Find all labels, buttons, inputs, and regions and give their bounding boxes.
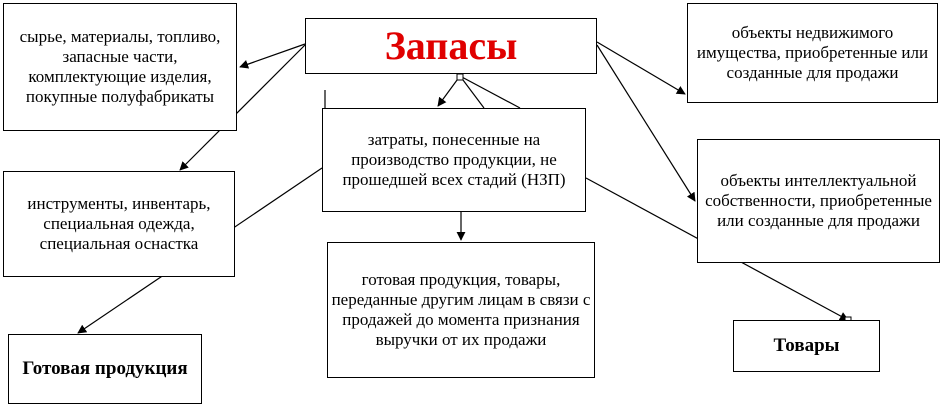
- box-intellectual-property: объекты интеллектуальной собственности, …: [697, 139, 940, 263]
- arrow-to-raw: [239, 43, 306, 69]
- box-finished-products-text: Готовая продукция: [22, 358, 188, 379]
- main-box-zapasy: Запасы: [305, 18, 597, 74]
- line-wip-2: [459, 75, 485, 109]
- line-wip-3: [459, 75, 521, 109]
- arrow-to-realty: [596, 41, 686, 95]
- box-tovary-text: Товары: [773, 335, 840, 356]
- handle-top: [456, 73, 464, 81]
- box-intellectual-property-text: объекты интеллектуальной собственности, …: [705, 171, 932, 230]
- box-finished-products: Готовая продукция: [8, 334, 202, 404]
- box-raw-materials-text: сырье, материалы, топливо, запасные част…: [19, 27, 221, 106]
- box-real-estate-text: объекты недвижимого имущества, приобрете…: [696, 23, 929, 82]
- box-goods-transferred-text: готовая продукция, товары, переданные др…: [331, 270, 591, 349]
- box-real-estate: объекты недвижимого имущества, приобрете…: [687, 3, 938, 103]
- box-work-in-progress: затраты, понесенные на производство прод…: [322, 108, 586, 212]
- box-tools: инструменты, инвентарь, специальная одеж…: [3, 171, 235, 277]
- main-title: Запасы: [384, 23, 518, 68]
- arrow-to-ip: [596, 44, 696, 202]
- box-raw-materials: сырье, материалы, топливо, запасные част…: [3, 3, 237, 131]
- box-tovary: Товары: [733, 320, 880, 372]
- arrow-to-wip: [437, 75, 461, 107]
- arrow-to-tools: [179, 44, 306, 171]
- box-tools-text: инструменты, инвентарь, специальная одеж…: [27, 194, 211, 253]
- box-goods-transferred: готовая продукция, товары, переданные др…: [327, 242, 595, 378]
- box-work-in-progress-text: затраты, понесенные на производство прод…: [342, 130, 566, 189]
